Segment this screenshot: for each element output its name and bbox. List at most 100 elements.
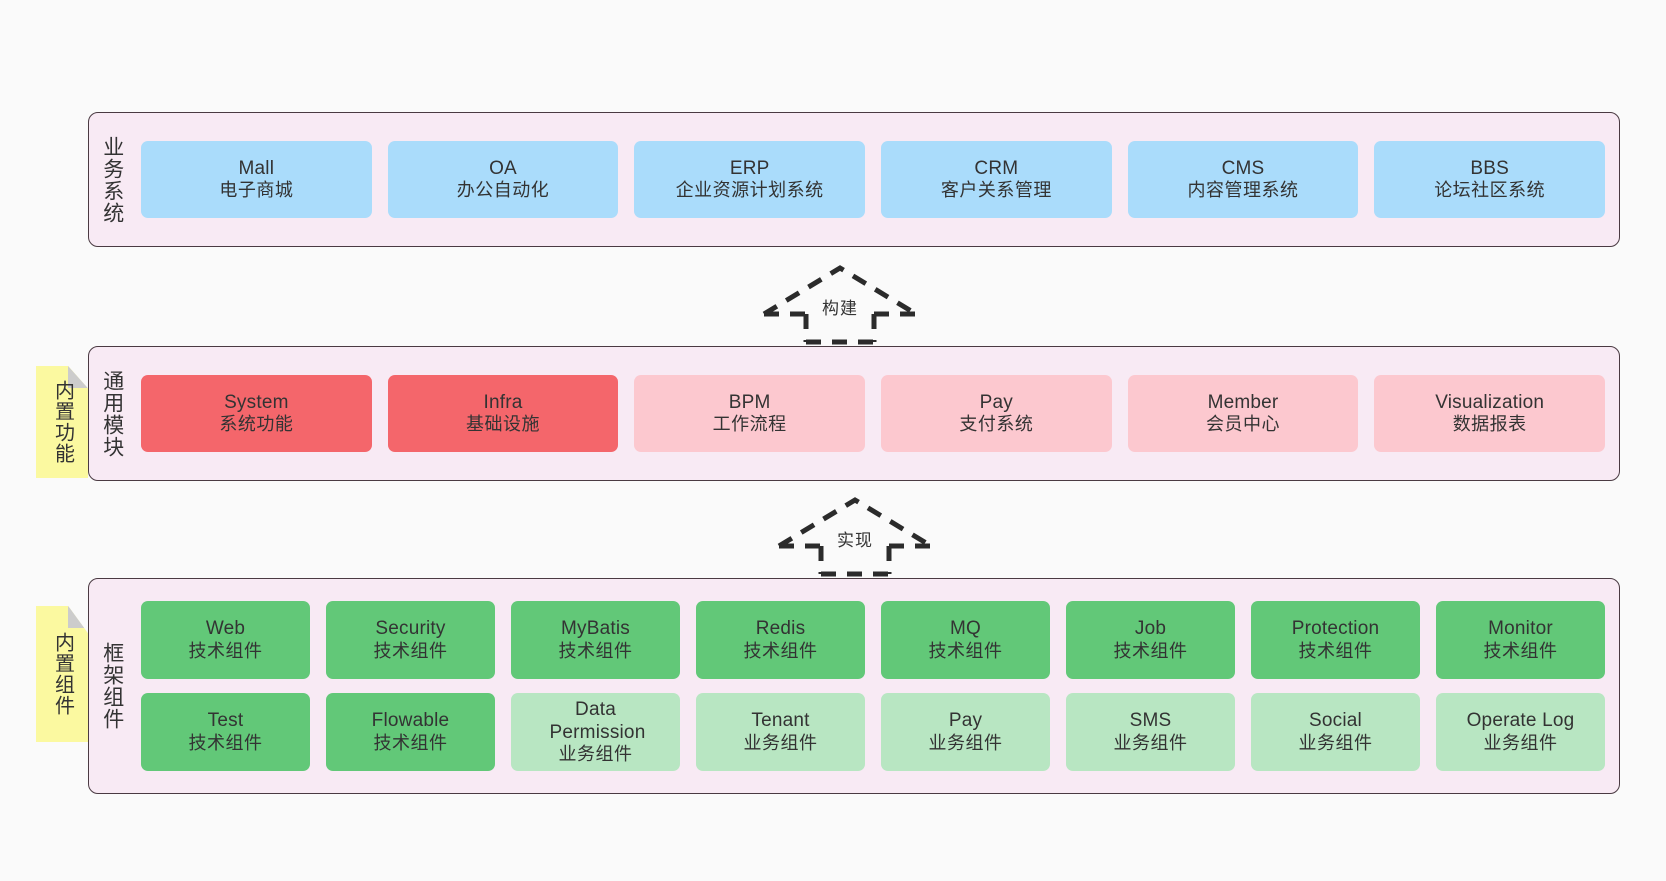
node-test[interactable]: Test 技术组件 <box>141 693 310 771</box>
node-subtitle: 技术组件 <box>188 640 263 661</box>
node-row: Mall 电子商城 OA 办公自动化 ERP 企业资源计划系统 CRM 客户关系… <box>141 141 1606 218</box>
node-subtitle: 业务组件 <box>1298 732 1373 753</box>
node-mybatis[interactable]: MyBatis 技术组件 <box>511 601 680 679</box>
layer-body-framework-component: Web 技术组件 Security 技术组件 MyBatis 技术组件 Redi… <box>135 579 1619 793</box>
node-mall[interactable]: Mall 电子商城 <box>141 141 372 218</box>
node-subtitle: 电子商城 <box>219 180 294 201</box>
node-title: Test <box>207 710 244 732</box>
node-pay-module[interactable]: Pay 支付系统 <box>881 375 1112 452</box>
node-title: System <box>224 391 289 413</box>
node-title: Pay <box>979 391 1014 413</box>
connector-arrow-head-shape <box>762 265 918 317</box>
node-subtitle: 支付系统 <box>959 414 1034 435</box>
node-subtitle: 技术组件 <box>1113 640 1188 661</box>
connector-implement: 实现 <box>775 494 935 577</box>
node-tenant[interactable]: Tenant 业务组件 <box>696 693 865 771</box>
node-flowable[interactable]: Flowable 技术组件 <box>326 693 495 771</box>
node-sms[interactable]: SMS 业务组件 <box>1066 693 1235 771</box>
node-subtitle: 数据报表 <box>1452 414 1527 435</box>
node-subtitle: 论坛社区系统 <box>1434 180 1546 201</box>
node-bbs[interactable]: BBS 论坛社区系统 <box>1374 141 1606 218</box>
node-subtitle: 办公自动化 <box>456 180 550 201</box>
node-crm[interactable]: CRM 客户关系管理 <box>881 141 1112 218</box>
node-subtitle: 系统功能 <box>219 414 294 435</box>
sticky-fold-corner-icon <box>68 606 88 628</box>
node-system[interactable]: System 系统功能 <box>141 375 372 452</box>
node-row: Test 技术组件 Flowable 技术组件 Data Permission … <box>141 693 1605 771</box>
node-redis[interactable]: Redis 技术组件 <box>696 601 865 679</box>
node-title: Operate Log <box>1466 710 1575 732</box>
node-subtitle: 技术组件 <box>188 732 263 753</box>
layer-business-system: 业务系统 Mall 电子商城 OA 办公自动化 ERP 企业资源计划系统 CRM… <box>88 112 1620 247</box>
node-title: Redis <box>755 618 806 640</box>
node-title: MQ <box>949 618 981 640</box>
node-subtitle: 技术组件 <box>1298 640 1373 661</box>
layer-title-business-system: 业务系统 <box>100 135 124 224</box>
node-oa[interactable]: OA 办公自动化 <box>387 141 619 218</box>
node-title: Monitor <box>1488 618 1553 640</box>
node-monitor[interactable]: Monitor 技术组件 <box>1436 601 1605 679</box>
layer-title-common-module: 通用模块 <box>100 369 124 458</box>
sticky-note-label: 内置组件 <box>51 632 74 716</box>
node-protection[interactable]: Protection 技术组件 <box>1251 601 1420 679</box>
node-security[interactable]: Security 技术组件 <box>326 601 495 679</box>
layer-title-framework-component: 框架组件 <box>100 642 124 730</box>
node-title: CRM <box>974 157 1019 179</box>
node-web[interactable]: Web 技术组件 <box>141 601 310 679</box>
connector-label: 构建 <box>822 299 858 318</box>
node-subtitle: 业务组件 <box>1113 732 1188 753</box>
node-subtitle: 业务组件 <box>1483 732 1558 753</box>
node-pay-component[interactable]: Pay 业务组件 <box>881 693 1050 771</box>
node-member[interactable]: Member 会员中心 <box>1127 375 1359 452</box>
sticky-note-label: 内置功能 <box>51 380 74 464</box>
node-title: Member <box>1207 391 1279 413</box>
node-subtitle: 业务组件 <box>743 732 818 753</box>
node-title: Flowable <box>371 710 450 732</box>
node-title: BBS <box>1470 157 1509 179</box>
node-title: Protection <box>1291 618 1380 640</box>
node-subtitle: 业务组件 <box>928 732 1003 753</box>
node-subtitle: 业务组件 <box>558 744 633 765</box>
node-title: SMS <box>1129 710 1172 732</box>
node-subtitle: 会员中心 <box>1206 414 1281 435</box>
node-title: Social <box>1309 710 1362 732</box>
sticky-note-builtin-component: 内置组件 <box>36 606 88 742</box>
node-visualization[interactable]: Visualization 数据报表 <box>1374 375 1606 452</box>
node-subtitle: 工作流程 <box>712 414 787 435</box>
node-bpm[interactable]: BPM 工作流程 <box>634 375 866 452</box>
node-subtitle: 客户关系管理 <box>940 180 1052 201</box>
node-subtitle: 技术组件 <box>558 640 633 661</box>
node-title: CMS <box>1221 157 1265 179</box>
node-title: Pay <box>948 710 983 732</box>
node-subtitle: 技术组件 <box>1483 640 1558 661</box>
layer-body-business-system: Mall 电子商城 OA 办公自动化 ERP 企业资源计划系统 CRM 客户关系… <box>135 113 1619 246</box>
node-row: Web 技术组件 Security 技术组件 MyBatis 技术组件 Redi… <box>141 601 1605 679</box>
layer-framework-component: 框架组件 Web 技术组件 Security 技术组件 MyBatis 技术组件 <box>88 578 1620 794</box>
node-subtitle: 企业资源计划系统 <box>675 180 824 201</box>
sticky-note-builtin-function: 内置功能 <box>36 366 88 478</box>
node-cms[interactable]: CMS 内容管理系统 <box>1127 141 1359 218</box>
node-title: Tenant <box>751 710 810 732</box>
node-subtitle: 技术组件 <box>373 732 448 753</box>
node-title: BPM <box>728 391 771 413</box>
node-subtitle: 基础设施 <box>466 414 540 435</box>
connector-arrow-head-shape <box>777 497 933 549</box>
node-subtitle: 内容管理系统 <box>1187 180 1299 201</box>
node-title: MyBatis <box>561 618 630 640</box>
node-title: Security <box>375 618 446 640</box>
node-operate-log[interactable]: Operate Log 业务组件 <box>1436 693 1605 771</box>
node-mq[interactable]: MQ 技术组件 <box>881 601 1050 679</box>
node-title: Infra <box>483 391 523 413</box>
node-infra[interactable]: Infra 基础设施 <box>387 375 619 452</box>
node-title: ERP <box>729 157 770 179</box>
node-subtitle: 技术组件 <box>373 640 448 661</box>
layer-body-common-module: System 系统功能 Infra 基础设施 BPM 工作流程 Pay 支付系统… <box>135 347 1619 480</box>
node-data-permission[interactable]: Data Permission 业务组件 <box>511 693 680 771</box>
node-job[interactable]: Job 技术组件 <box>1066 601 1235 679</box>
node-row: System 系统功能 Infra 基础设施 BPM 工作流程 Pay 支付系统… <box>141 375 1606 452</box>
node-grid: Web 技术组件 Security 技术组件 MyBatis 技术组件 Redi… <box>141 601 1605 771</box>
node-social[interactable]: Social 业务组件 <box>1251 693 1420 771</box>
node-erp[interactable]: ERP 企业资源计划系统 <box>634 141 866 218</box>
node-title: Web <box>205 618 246 640</box>
